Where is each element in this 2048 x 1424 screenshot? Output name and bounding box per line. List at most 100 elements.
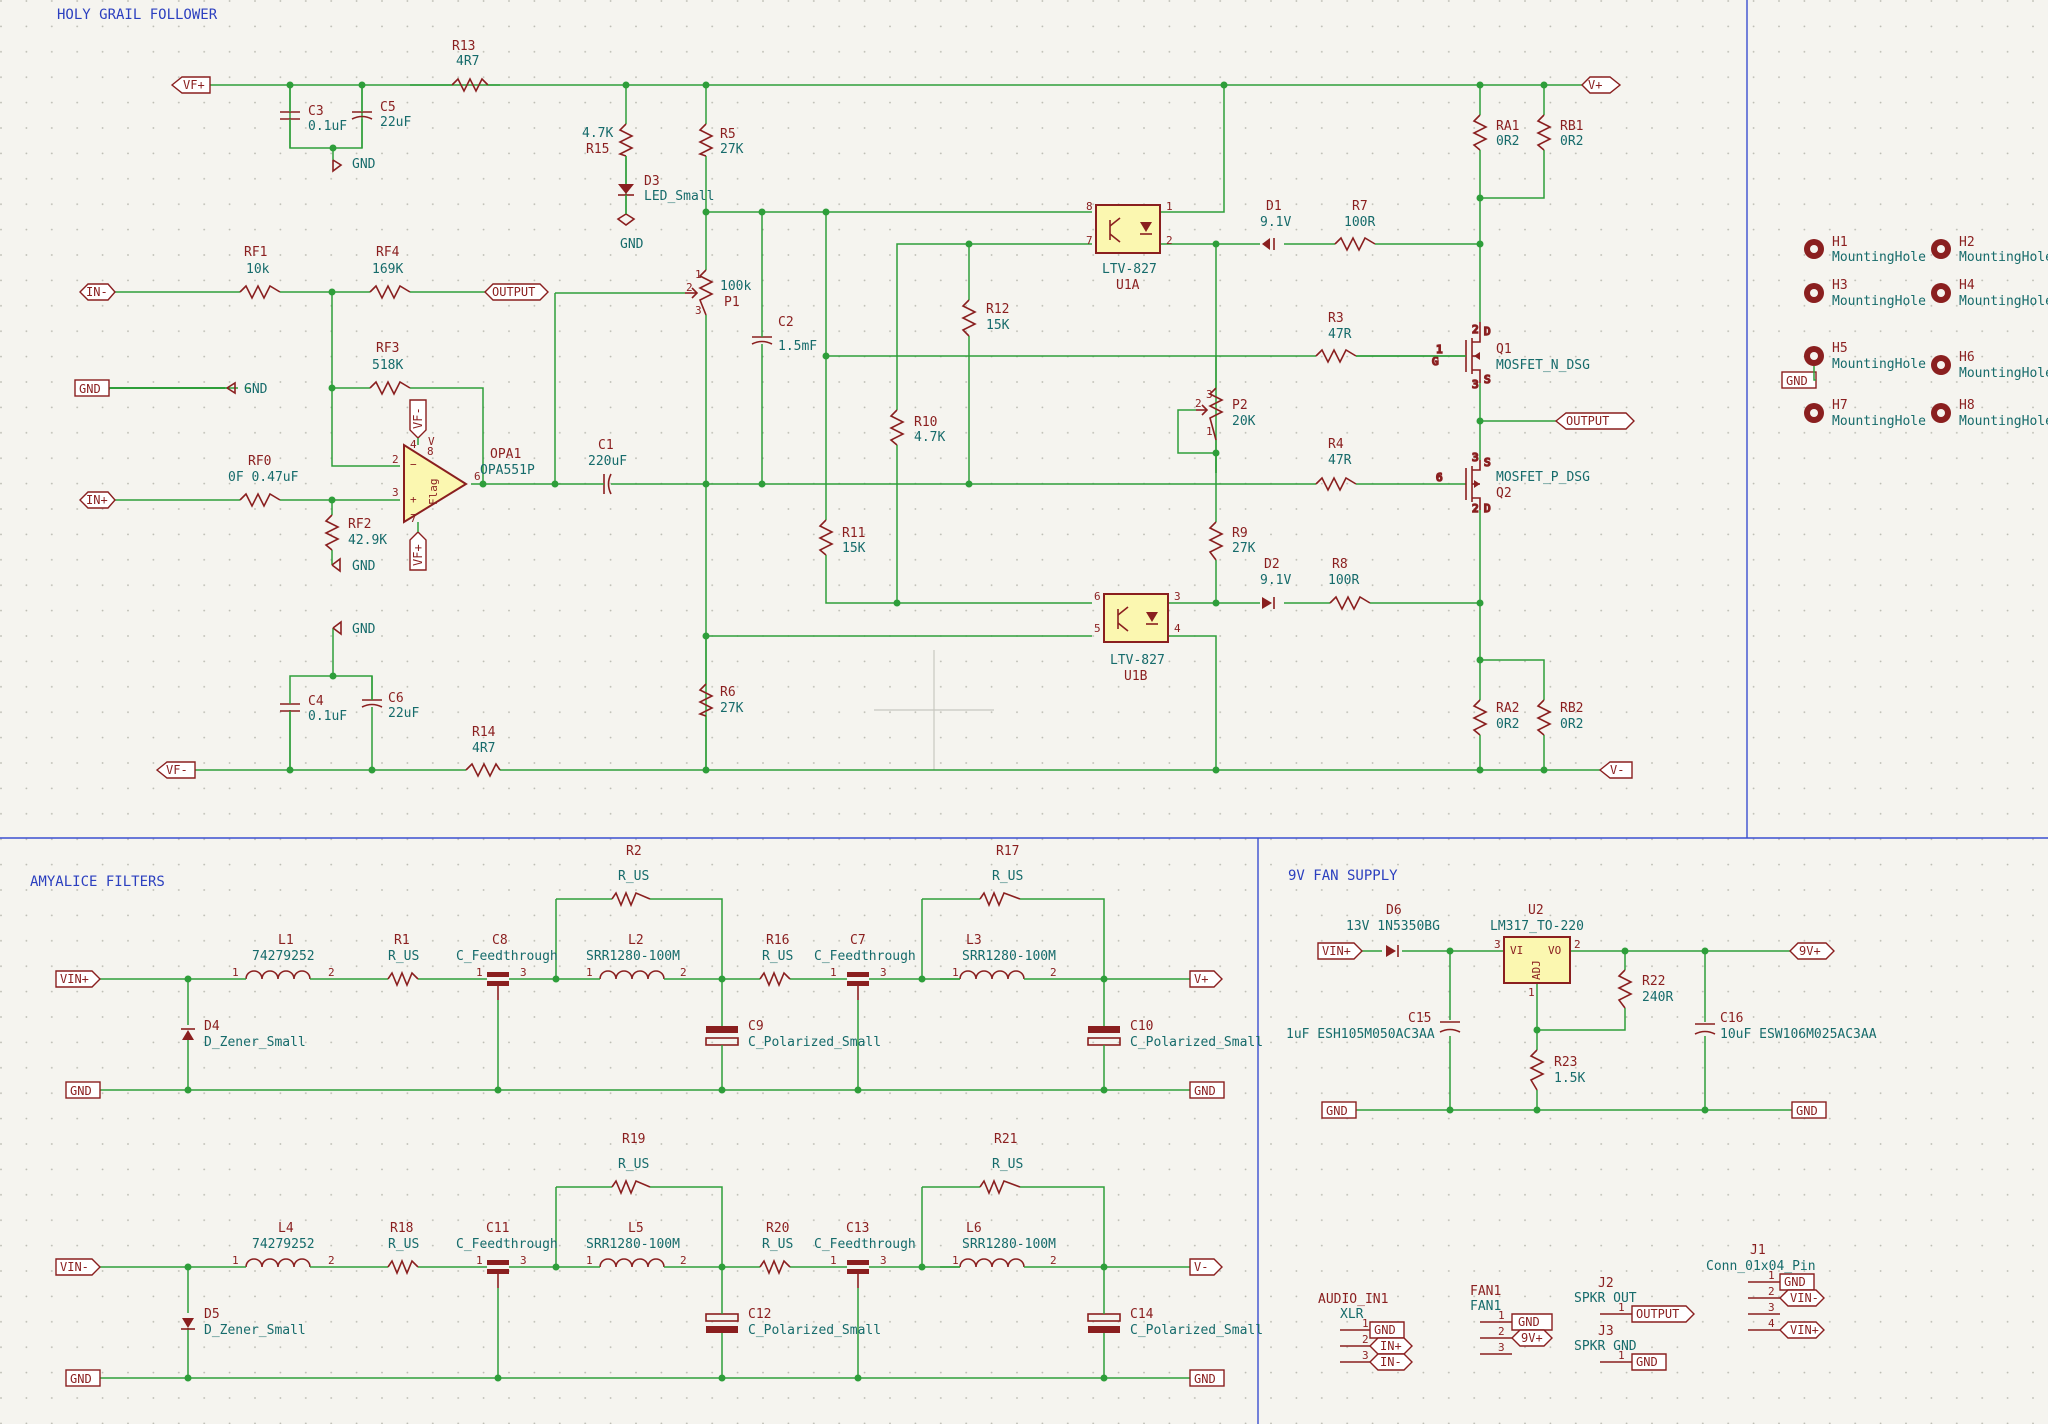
inductor[interactable] <box>245 970 1025 1268</box>
ref-rf2: RF2 <box>348 517 371 532</box>
val-rf4: 169K <box>372 262 403 277</box>
label-v-plus[interactable]: V+ <box>1581 76 1622 94</box>
val-c13: C_Feedthrough <box>814 1237 916 1252</box>
val-r5: 27K <box>720 142 744 157</box>
val-h3: MountingHole <box>1832 294 1926 309</box>
gnd-text: GND <box>352 622 376 637</box>
section-title-filters: AMYALICE FILTERS <box>30 874 165 890</box>
val-rf3: 518K <box>372 358 403 373</box>
svg-text:VF-: VF- <box>166 763 188 777</box>
svg-text:GND: GND <box>1796 1104 1818 1118</box>
label-vin-minus[interactable]: VIN- <box>55 1258 101 1276</box>
val-h1: MountingHole <box>1832 250 1926 265</box>
mounting-hole-h8 <box>1931 403 1951 423</box>
ref-h3: H3 <box>1832 278 1848 293</box>
label-gnd-filter-bottom[interactable]: GND <box>65 1369 101 1387</box>
label-gnd-filter-bottom-right[interactable]: GND <box>1189 1369 1225 1387</box>
ref-r23: R23 <box>1554 1055 1577 1070</box>
label-9v-plus[interactable]: 9V+ <box>1789 942 1835 960</box>
svg-text:2: 2 <box>1472 323 1479 336</box>
mounting-holes[interactable] <box>1804 239 1951 423</box>
zener-diode[interactable] <box>1262 238 1275 609</box>
val-r20: R_US <box>762 1237 793 1252</box>
label-v-minus[interactable]: V- <box>1598 761 1633 779</box>
label-vin-plus-fan[interactable]: VIN+ <box>1317 942 1363 960</box>
ref-rf1: RF1 <box>244 245 267 260</box>
label-gnd-hg[interactable]: GND <box>74 379 110 397</box>
label-gnd-filter-top-right[interactable]: GND <box>1189 1081 1225 1099</box>
mosfet-q1[interactable]: DSG 123 <box>1431 322 1491 392</box>
label-vf-minus[interactable]: VF- <box>155 761 196 779</box>
connector-j3[interactable]: J3 SPKR GND 1 GND <box>1574 1324 1667 1371</box>
connector-fan[interactable]: FAN1 FAN1 123 GND 9V+ <box>1470 1284 1553 1355</box>
ref-r9: R9 <box>1232 526 1248 541</box>
label-output-mosfet[interactable]: OUTPUT <box>1554 412 1635 430</box>
svg-text:2: 2 <box>1362 1333 1369 1346</box>
svg-text:XLR: XLR <box>1340 1307 1364 1322</box>
polarized-capacitor[interactable] <box>1439 1021 1716 1035</box>
resistor[interactable] <box>239 77 1376 778</box>
label-vf-plus[interactable]: VF+ <box>170 76 211 94</box>
mosfet-q2[interactable]: SD6 32 <box>1435 450 1491 516</box>
label-v-minus-filter[interactable]: V- <box>1189 1258 1223 1276</box>
optocoupler-u1a[interactable]: 87 12 <box>1086 200 1173 254</box>
label-in-minus[interactable]: IN- <box>79 283 116 301</box>
val-r21: R_US <box>992 1157 1023 1172</box>
val-r17: R_US <box>992 869 1023 884</box>
mounting-hole-h2 <box>1931 239 1951 259</box>
svg-text:3: 3 <box>1498 1341 1505 1354</box>
label-gnd-filter-top[interactable]: GND <box>65 1081 101 1099</box>
ref-c16: C16 <box>1720 1011 1743 1026</box>
svg-text:IN+: IN+ <box>1380 1339 1402 1353</box>
svg-text:Conn_01x04_Pin: Conn_01x04_Pin <box>1706 1259 1816 1274</box>
label-vin-plus[interactable]: VIN+ <box>55 970 101 988</box>
svg-text:V-: V- <box>1610 763 1624 777</box>
val-p1: 100k <box>720 279 751 294</box>
svg-text:2: 2 <box>328 1254 335 1267</box>
resistor[interactable] <box>324 114 1552 736</box>
label-output-hg[interactable]: OUTPUT <box>484 283 549 301</box>
svg-text:2: 2 <box>1195 397 1202 410</box>
svg-text:1: 1 <box>952 966 959 979</box>
feedthrough-capacitor[interactable] <box>487 972 869 1288</box>
label-in-plus[interactable]: IN+ <box>79 491 116 509</box>
ref-c5: C5 <box>380 100 396 115</box>
resistor[interactable] <box>387 890 1021 1276</box>
ref-r4: R4 <box>1328 437 1344 452</box>
label-gnd-fan-right[interactable]: GND <box>1791 1101 1827 1119</box>
svg-text:GND: GND <box>1194 1372 1216 1386</box>
svg-text:IN+: IN+ <box>86 493 108 507</box>
svg-text:FAN1: FAN1 <box>1470 1299 1501 1314</box>
ref-d2: D2 <box>1264 557 1280 572</box>
val-r23: 1.5K <box>1554 1071 1585 1086</box>
val-c8: C_Feedthrough <box>456 949 558 964</box>
val-r13: 4R7 <box>456 54 479 69</box>
svg-text:1: 1 <box>476 1254 483 1267</box>
val-u1b: LTV-827 <box>1110 653 1165 668</box>
zener-diode-d6[interactable] <box>1386 945 1399 957</box>
ref-h1: H1 <box>1832 235 1848 250</box>
svg-text:IN-: IN- <box>1380 1355 1402 1369</box>
zener-diode[interactable] <box>181 1028 195 1330</box>
svg-text:3: 3 <box>880 1254 887 1267</box>
fan-junctions <box>1446 947 1709 1114</box>
resistor[interactable] <box>1529 969 1633 1091</box>
opamp-opa1[interactable]: −+ 23 647 8 <box>392 438 481 525</box>
optocoupler-u1b[interactable]: 65 34 <box>1094 590 1181 643</box>
val-d5: D_Zener_Small <box>204 1323 306 1338</box>
label-v-plus-filter[interactable]: V+ <box>1189 970 1223 988</box>
val-h2: MountingHole <box>1959 250 2048 265</box>
potentiometer-p2[interactable] <box>1196 387 1224 441</box>
svg-text:4: 4 <box>1768 1317 1775 1330</box>
label-gnd-fan-left[interactable]: GND <box>1321 1101 1357 1119</box>
ref-r2: R2 <box>626 844 642 859</box>
label-gnd-holes[interactable]: GND <box>1781 371 1817 389</box>
svg-text:2: 2 <box>328 966 335 979</box>
connector-audio-in[interactable]: AUDIO_IN1 XLR 123 GND IN+ IN- <box>1318 1292 1413 1371</box>
potentiometer-p1[interactable] <box>685 269 714 316</box>
connector-j2[interactable]: J2 SPKR OUT 1 OUTPUT <box>1574 1276 1695 1323</box>
fan-wires <box>1356 950 1792 1111</box>
